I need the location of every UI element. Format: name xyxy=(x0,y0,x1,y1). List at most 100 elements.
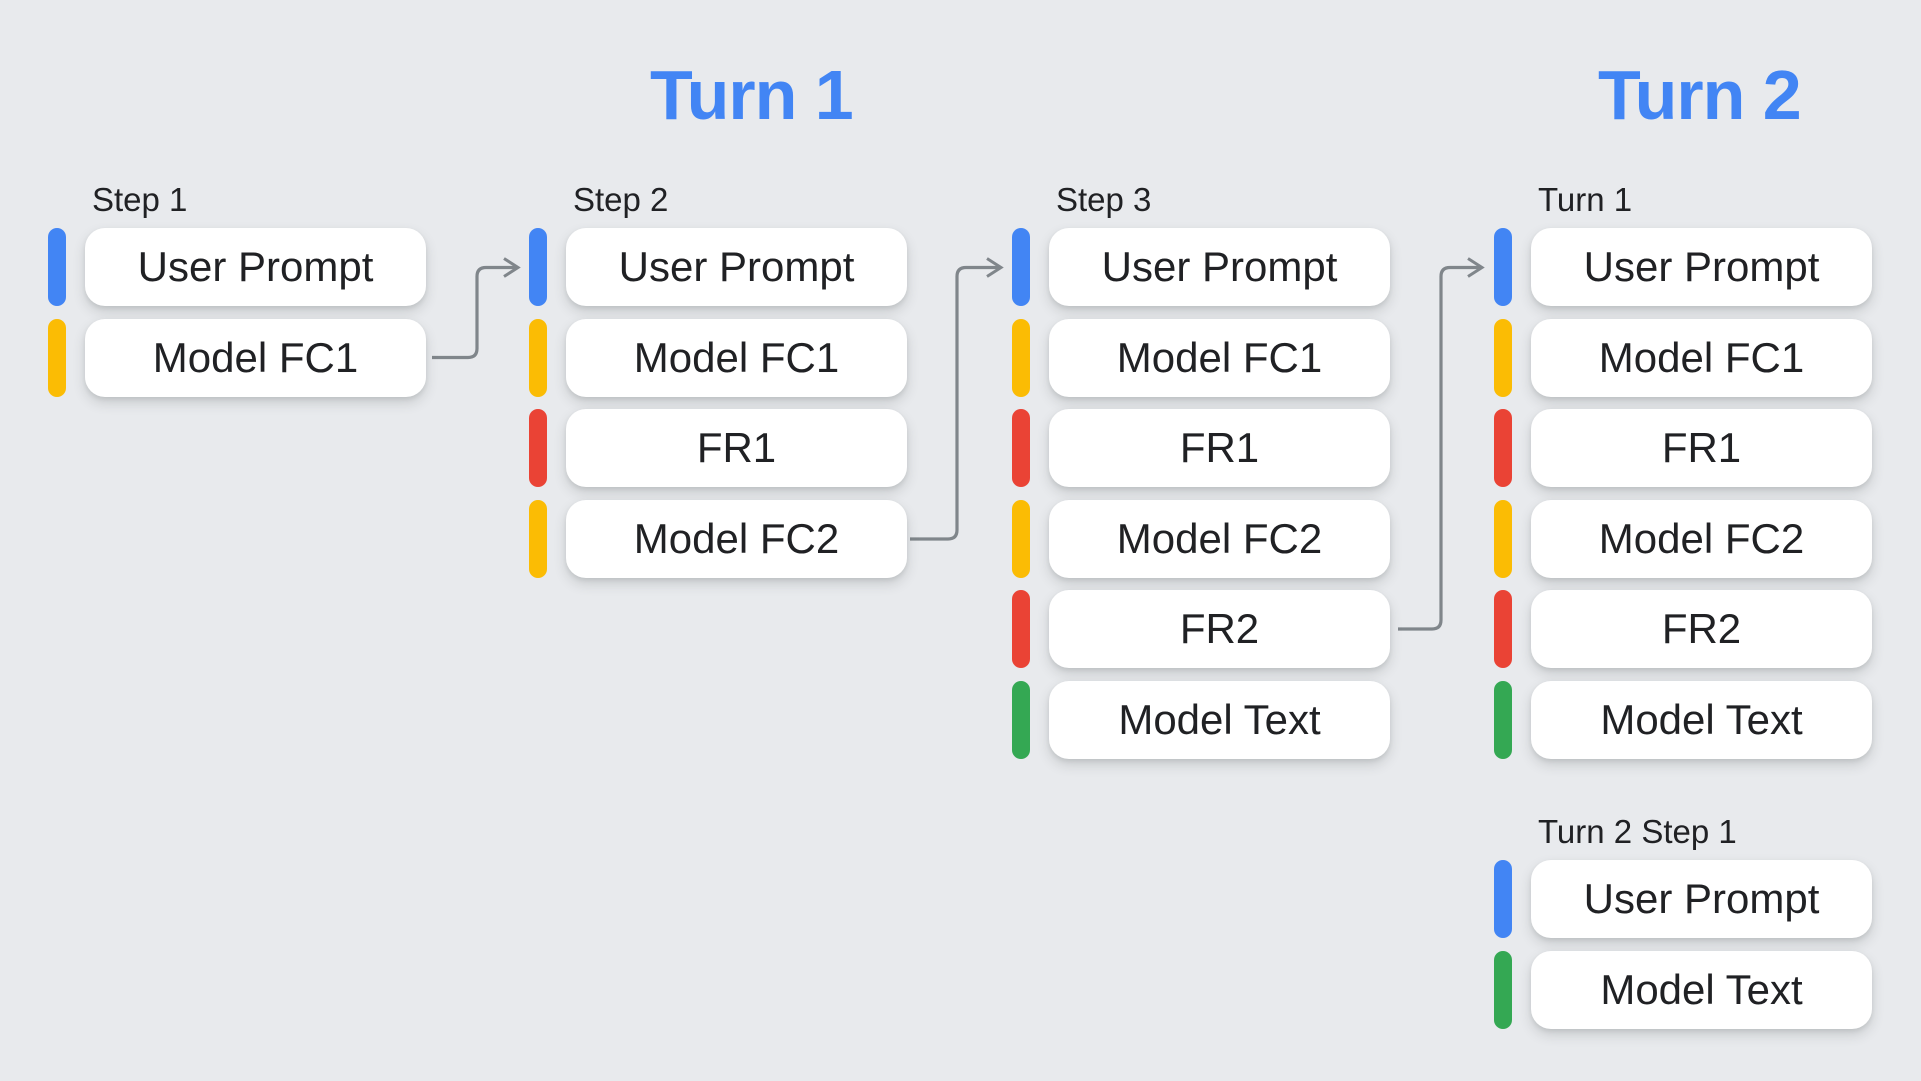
box-label: Model Text xyxy=(1118,695,1321,743)
model-text-row: Model Text xyxy=(1012,680,1390,759)
fr1-box: FR1 xyxy=(566,409,907,487)
blue-role-bar xyxy=(529,228,547,306)
yellow-role-bar xyxy=(1012,318,1030,397)
blue-role-bar xyxy=(48,228,66,306)
fr1-box: FR1 xyxy=(1049,409,1390,487)
box-label: Model FC1 xyxy=(1598,333,1805,381)
model-fc1-row: Model FC1 xyxy=(529,318,907,397)
yellow-role-bar xyxy=(1494,318,1512,397)
model-fc2-row: Model FC2 xyxy=(1494,499,1872,578)
box-label: Model FC1 xyxy=(1116,333,1323,381)
box-label: User Prompt xyxy=(137,243,374,290)
model-fc1-row: Model FC1 xyxy=(48,318,426,397)
step-1-label: Step 1 xyxy=(92,181,188,218)
user-prompt-row: User Prompt xyxy=(1494,860,1872,938)
user-prompt-box: User Prompt xyxy=(1531,228,1872,306)
user-prompt-box: User Prompt xyxy=(1049,228,1390,306)
fr2-box: FR2 xyxy=(1531,590,1872,668)
model-fc1-box: Model FC1 xyxy=(1531,318,1872,397)
box-label: Model FC2 xyxy=(633,514,840,562)
model-fc2-box: Model FC2 xyxy=(1049,499,1390,578)
green-role-bar xyxy=(1012,680,1030,759)
fr1-row: FR1 xyxy=(1012,409,1390,487)
fr1-box: FR1 xyxy=(1531,409,1872,487)
box-label: Model Text xyxy=(1600,965,1803,1013)
yellow-role-bar xyxy=(1012,499,1030,578)
box-label: User Prompt xyxy=(618,243,855,290)
turn-2-step-1-label: Turn 2 Step 1 xyxy=(1538,813,1737,850)
box-label: Model FC1 xyxy=(633,333,840,381)
box-label: FR2 xyxy=(1179,605,1260,652)
yellow-role-bar xyxy=(529,499,547,578)
red-role-bar xyxy=(1012,409,1030,487)
green-role-bar xyxy=(1494,680,1512,759)
user-prompt-box: User Prompt xyxy=(566,228,907,306)
model-fc2-box: Model FC2 xyxy=(566,499,907,578)
step-3-label: Step 3 xyxy=(1056,181,1152,218)
user-prompt-row: User Prompt xyxy=(48,228,426,306)
arrow-step2-to-step3-icon xyxy=(910,257,1004,541)
user-prompt-row: User Prompt xyxy=(1494,228,1872,306)
model-fc2-row: Model FC2 xyxy=(529,499,907,578)
box-label: FR1 xyxy=(1179,424,1260,471)
box-label: User Prompt xyxy=(1583,875,1820,922)
arrow-step1-to-step2-icon xyxy=(432,257,521,360)
model-fc1-box: Model FC1 xyxy=(85,318,426,397)
blue-role-bar xyxy=(1012,228,1030,306)
red-role-bar xyxy=(1012,590,1030,668)
user-prompt-row: User Prompt xyxy=(1012,228,1390,306)
red-role-bar xyxy=(1494,590,1512,668)
model-text-box: Model Text xyxy=(1531,950,1872,1029)
red-role-bar xyxy=(1494,409,1512,487)
fr2-row: FR2 xyxy=(1494,590,1872,668)
box-label: Model Text xyxy=(1600,695,1803,743)
blue-role-bar xyxy=(1494,228,1512,306)
fr2-row: FR2 xyxy=(1012,590,1390,668)
yellow-role-bar xyxy=(1494,499,1512,578)
arrow-step3-to-turn1-icon xyxy=(1398,257,1485,631)
user-prompt-box: User Prompt xyxy=(85,228,426,306)
model-fc1-row: Model FC1 xyxy=(1012,318,1390,397)
user-prompt-row: User Prompt xyxy=(529,228,907,306)
model-fc1-box: Model FC1 xyxy=(566,318,907,397)
step-2-label: Step 2 xyxy=(573,181,669,218)
box-label: Model FC2 xyxy=(1116,514,1323,562)
box-label: FR1 xyxy=(1661,424,1742,471)
fr1-row: FR1 xyxy=(1494,409,1872,487)
model-fc2-row: Model FC2 xyxy=(1012,499,1390,578)
turn-1-title: Turn 1 xyxy=(650,56,854,134)
model-fc1-box: Model FC1 xyxy=(1049,318,1390,397)
green-role-bar xyxy=(1494,950,1512,1029)
fr1-row: FR1 xyxy=(529,409,907,487)
blue-role-bar xyxy=(1494,860,1512,938)
box-label: Model FC1 xyxy=(152,333,359,381)
yellow-role-bar xyxy=(48,318,66,397)
box-label: User Prompt xyxy=(1583,243,1820,290)
box-label: User Prompt xyxy=(1101,243,1338,290)
turn-2-title: Turn 2 xyxy=(1598,56,1802,134)
model-text-box: Model Text xyxy=(1531,680,1872,759)
model-fc2-box: Model FC2 xyxy=(1531,499,1872,578)
fr2-box: FR2 xyxy=(1049,590,1390,668)
box-label: Model FC2 xyxy=(1598,514,1805,562)
model-text-row: Model Text xyxy=(1494,950,1872,1029)
box-label: FR2 xyxy=(1661,605,1742,652)
red-role-bar xyxy=(529,409,547,487)
yellow-role-bar xyxy=(529,318,547,397)
turn-1-label: Turn 1 xyxy=(1538,181,1633,218)
model-text-box: Model Text xyxy=(1049,680,1390,759)
box-label: FR1 xyxy=(696,424,777,471)
user-prompt-box: User Prompt xyxy=(1531,860,1872,938)
model-fc1-row: Model FC1 xyxy=(1494,318,1872,397)
